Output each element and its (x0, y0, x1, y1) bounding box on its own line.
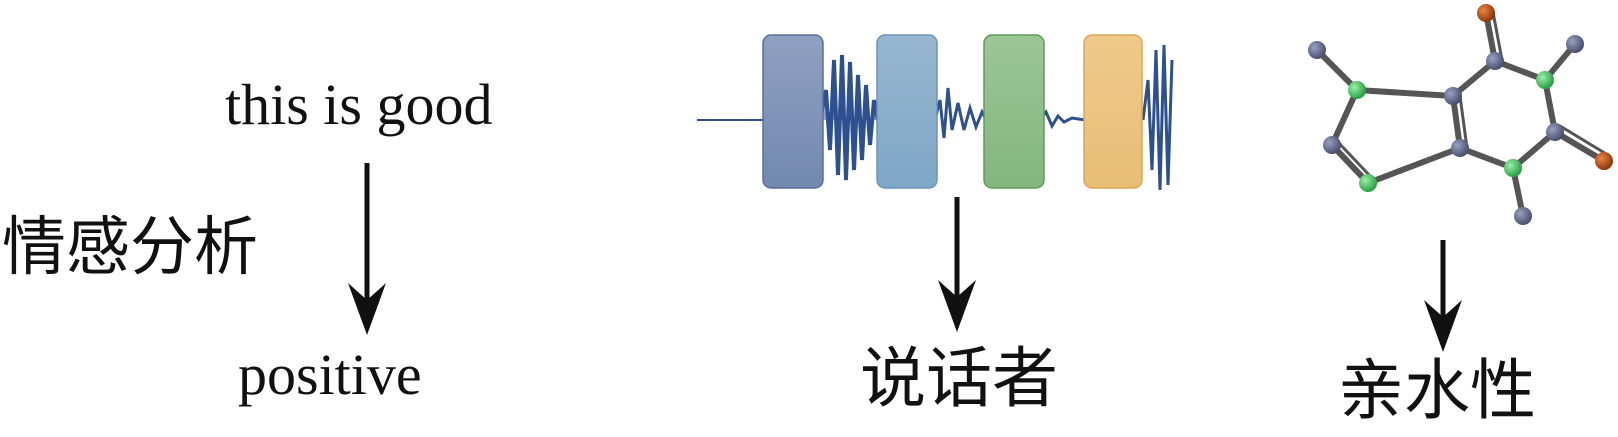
speaker-output-label: 说话者 (860, 343, 1058, 416)
arrow-down-icon-speaker (938, 197, 976, 332)
arrow-down-icon-hydrophilicity (1424, 240, 1462, 352)
speech-waveform-icon (697, 34, 1174, 191)
sentiment-task-label: 情感分析 (2, 212, 258, 283)
sentiment-output-text: positive (238, 342, 422, 407)
hydrophilicity-output-label: 亲水性 (1338, 355, 1536, 428)
molecule-atoms (1308, 4, 1613, 225)
sentiment-input-text: this is good (225, 72, 493, 137)
arrow-down-icon-sentiment (348, 163, 386, 335)
